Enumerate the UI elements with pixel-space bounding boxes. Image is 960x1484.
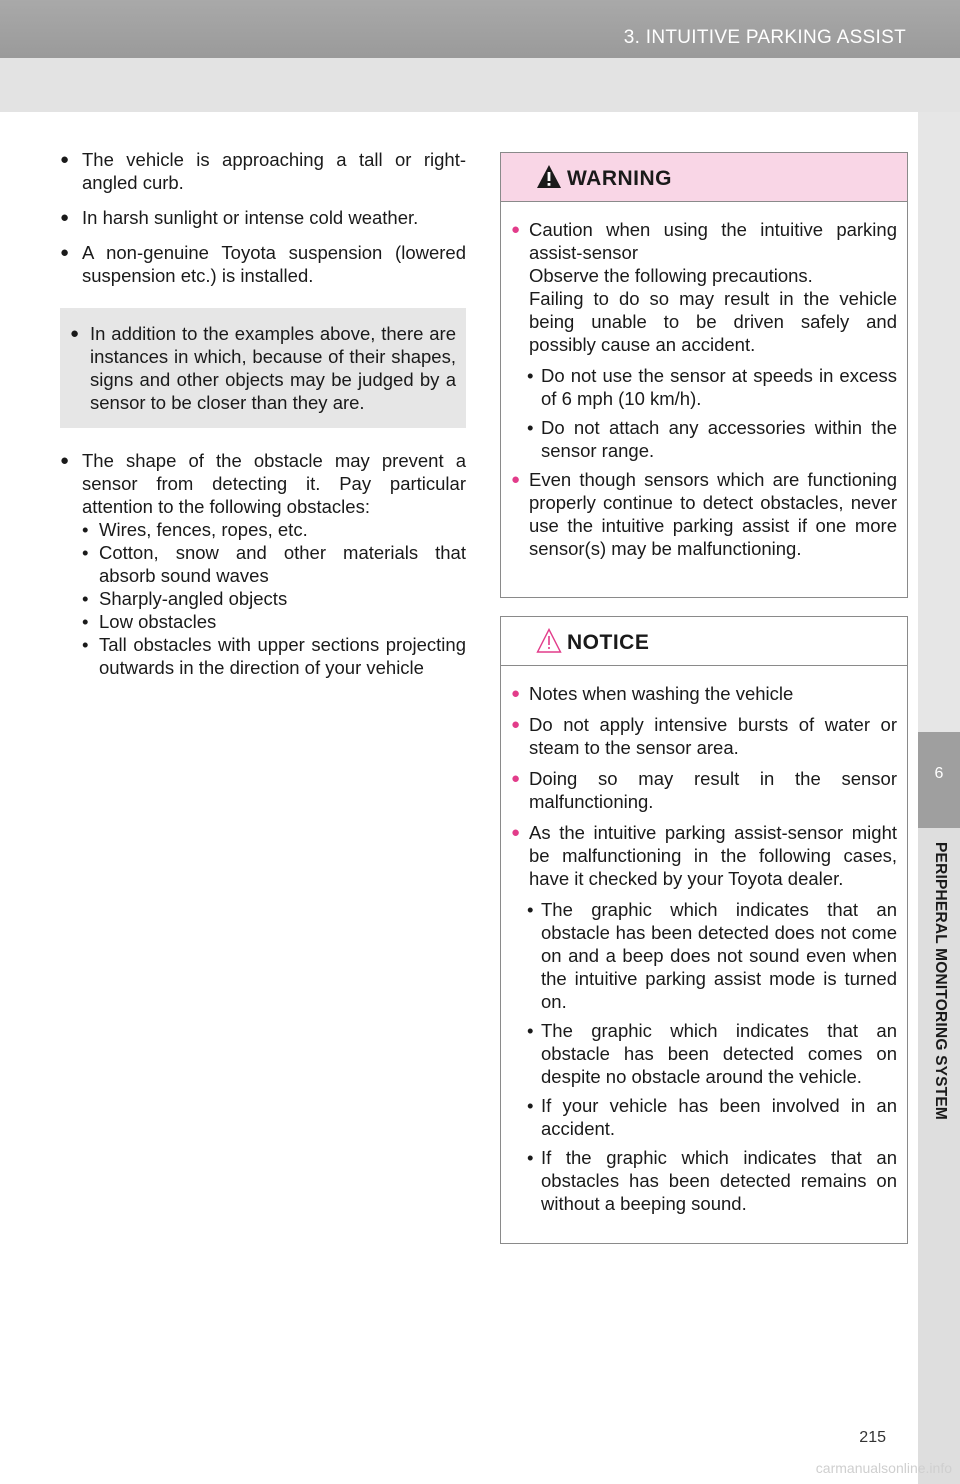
notice-box: NOTICE ●Notes when washing the vehicle ●… [500, 616, 908, 1244]
watermark: carmanualsonline.info [815, 1460, 952, 1476]
bullet-icon: ● [511, 471, 521, 488]
sub-item: •Wires, fences, ropes, etc. [82, 519, 308, 540]
bullet-icon: ● [511, 716, 521, 733]
dot-icon: • [82, 542, 89, 563]
warning-triangle-icon [537, 165, 561, 188]
sub-item: •The graphic which indicates that an obs… [527, 899, 897, 1012]
list-item: ●The vehicle is approaching a tall or ri… [60, 149, 466, 193]
dot-icon: • [82, 611, 89, 632]
sub-item: •Low obstacles [82, 611, 217, 632]
page-number: 215 [859, 1429, 886, 1446]
bullet-icon: ● [70, 325, 80, 342]
warning-box: WARNING ● Caution when using the intuiti… [500, 152, 908, 598]
dot-icon: • [82, 634, 89, 655]
sub-item: •The graphic which indicates that an obs… [527, 1020, 897, 1087]
dot-icon: • [527, 365, 534, 386]
info-note: ● In addition to the examples above, the… [60, 308, 466, 428]
dot-icon: • [527, 417, 534, 438]
dot-icon: • [527, 1020, 534, 1041]
dot-icon: • [527, 1095, 534, 1116]
list-item: ● Caution when using the intuitive parki… [511, 219, 897, 355]
chapter-number: 6 [934, 765, 944, 782]
chapter-title: PERIPHERAL MONITORING SYSTEM [932, 842, 949, 1121]
sub-item: •Sharply-angled objects [82, 588, 288, 609]
list-item: ●Doing so may result in the sensor malfu… [511, 768, 897, 812]
section-title: 3. INTUITIVE PARKING ASSIST [623, 27, 906, 48]
list-item: ● Even though sensors which are function… [511, 469, 897, 559]
bullet-icon: ● [60, 452, 70, 469]
sub-item: •Do not use the sensor at speeds in exce… [527, 365, 897, 409]
warning-title: WARNING [567, 167, 672, 190]
list-item: ●As the intuitive parking assist-sensor … [511, 822, 897, 889]
bullet-icon: ● [60, 209, 70, 226]
sub-item: •If the graphic which indicates that an … [527, 1147, 897, 1214]
notice-triangle-icon [536, 628, 562, 653]
notice-title: NOTICE [567, 631, 650, 654]
sub-item: •Tall obstacles with upper sections proj… [82, 634, 466, 678]
list-item: ●A non-genuine Toyota suspension (lowere… [60, 242, 466, 286]
sub-item: •If your vehicle has been involved in an… [527, 1095, 897, 1139]
bullet-icon: ● [511, 824, 521, 841]
warning-header: WARNING [501, 153, 907, 202]
sub-item: •Cotton, snow and other materials that a… [82, 542, 466, 586]
dot-icon: • [82, 519, 89, 540]
header-bar [0, 0, 960, 58]
bullet-icon: ● [511, 685, 521, 702]
list-item: ●Notes when washing the vehicle [511, 683, 794, 704]
dot-icon: • [82, 588, 89, 609]
bullet-icon: ● [60, 244, 70, 261]
left-column: ●The vehicle is approaching a tall or ri… [60, 148, 466, 691]
list-item: ●In harsh sunlight or intense cold weath… [60, 207, 419, 228]
header-band [0, 58, 960, 112]
bullet-icon: ● [511, 221, 521, 238]
bullet-icon: ● [511, 770, 521, 787]
side-tab-upper [918, 112, 960, 732]
bullet-icon: ● [60, 151, 70, 168]
list-item: ●Do not apply intensive bursts of water … [511, 714, 897, 758]
chapter-box [918, 732, 960, 828]
sub-item: •Do not attach any accessories within th… [527, 417, 897, 461]
list-item: ● The shape of the obstacle may prevent … [60, 450, 466, 678]
notice-header: NOTICE [501, 617, 907, 666]
side-tab [918, 732, 960, 1484]
dot-icon: • [527, 899, 534, 920]
dot-icon: • [527, 1147, 534, 1168]
